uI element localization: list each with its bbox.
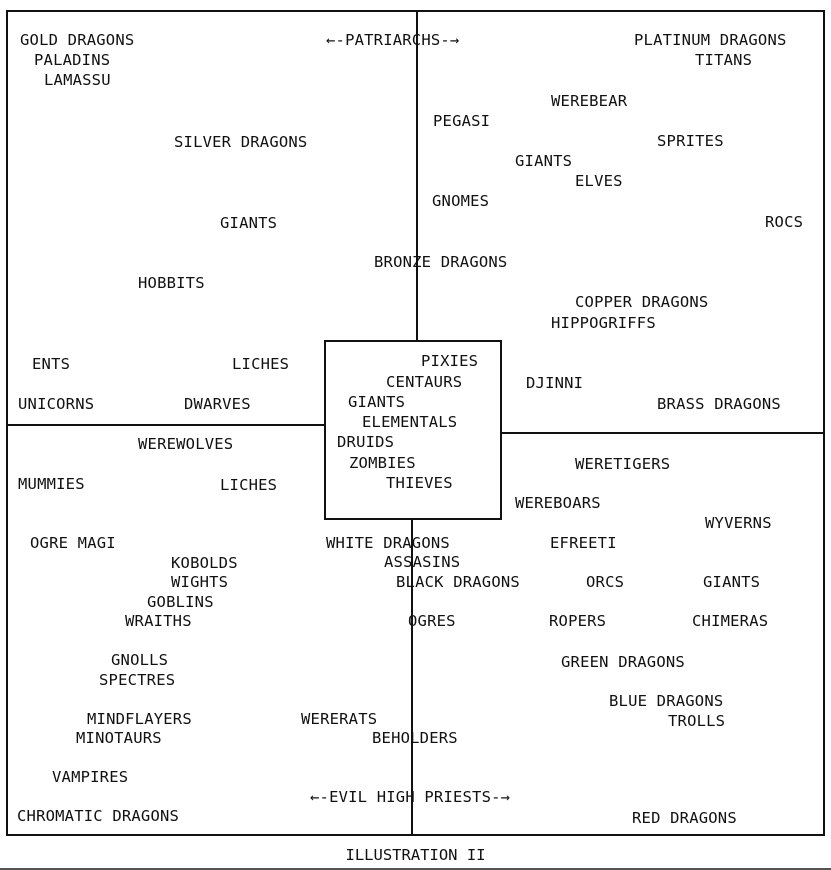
label-efreeti: EFREETI <box>550 534 617 552</box>
label-mindflayers: MINDFLAYERS <box>87 710 192 728</box>
label-wights: WIGHTS <box>171 573 229 591</box>
label-liches-lower: LICHES <box>220 476 278 494</box>
illustration-caption: ILLUSTRATION II <box>345 846 486 864</box>
label-blue-dragons: BLUE DRAGONS <box>609 692 724 710</box>
label-silver-dragons: SILVER DRAGONS <box>174 133 308 151</box>
label-ogres: OGRES <box>408 612 456 630</box>
label-chimeras: CHIMERAS <box>692 612 769 630</box>
label-zombies: ZOMBIES <box>349 454 416 472</box>
label-hobbits: HOBBITS <box>138 274 205 292</box>
label-giants-center: GIANTS <box>348 393 406 411</box>
label-paladins: PALADINS <box>34 51 111 69</box>
label-giants-upper-left: GIANTS <box>220 214 278 232</box>
label-wereboars: WEREBOARS <box>515 494 601 512</box>
label-kobolds: KOBOLDS <box>171 554 238 572</box>
label-pixies: PIXIES <box>421 352 479 370</box>
label-gold-dragons: GOLD DRAGONS <box>20 31 135 49</box>
label-wererats: WERERATS <box>301 710 378 728</box>
label-sprites: SPRITES <box>657 132 724 150</box>
label-druids: DRUIDS <box>337 433 395 451</box>
label-werebear: WEREBEAR <box>551 92 628 110</box>
label-weretigers: WERETIGERS <box>575 455 671 473</box>
label-platinum-dragons: PLATINUM DRAGONS <box>634 31 787 49</box>
label-beholders: BEHOLDERS <box>372 729 458 747</box>
label-rocs: ROCS <box>765 213 804 231</box>
label-giants-upper-right: GIANTS <box>515 152 573 170</box>
label-liches-upper: LICHES <box>232 355 290 373</box>
top-axis-label: ←-PATRIARCHS-→ <box>326 31 460 49</box>
label-assasins: ASSASINS <box>384 553 461 571</box>
label-ropers: ROPERS <box>549 612 607 630</box>
label-thieves: THIEVES <box>386 474 453 492</box>
label-giants-lower-right: GIANTS <box>703 573 761 591</box>
right-horizontal-axis <box>500 432 825 434</box>
left-horizontal-axis <box>6 424 326 426</box>
label-gnolls: GNOLLS <box>111 651 169 669</box>
lower-vertical-axis <box>411 518 413 836</box>
label-lamassu: LAMASSU <box>44 71 111 89</box>
bottom-axis-label: ←-EVIL HIGH PRIESTS-→ <box>310 788 511 806</box>
label-hippogriffs: HIPPOGRIFFS <box>551 314 656 332</box>
label-elves: ELVES <box>575 172 623 190</box>
label-copper-dragons: COPPER DRAGONS <box>575 293 709 311</box>
label-bronze-dragons: BRONZE DRAGONS <box>374 253 508 271</box>
label-chromatic-dragons: CHROMATIC DRAGONS <box>17 807 180 825</box>
label-unicorns: UNICORNS <box>18 395 95 413</box>
label-mummies: MUMMIES <box>18 475 85 493</box>
label-pegasi: PEGASI <box>433 112 491 130</box>
neutral-center-box <box>324 340 502 520</box>
bottom-rule <box>0 868 831 870</box>
label-ogre-magi: OGRE MAGI <box>30 534 116 552</box>
label-centaurs: CENTAURS <box>386 373 463 391</box>
label-red-dragons: RED DRAGONS <box>632 809 737 827</box>
label-ents: ENTS <box>32 355 71 373</box>
label-black-dragons: BLACK DRAGONS <box>396 573 520 591</box>
label-orcs: ORCS <box>586 573 625 591</box>
label-white-dragons: WHITE DRAGONS <box>326 534 450 552</box>
label-trolls: TROLLS <box>668 712 726 730</box>
label-brass-dragons: BRASS DRAGONS <box>657 395 781 413</box>
label-green-dragons: GREEN DRAGONS <box>561 653 685 671</box>
label-wraiths: WRAITHS <box>125 612 192 630</box>
label-djinni: DJINNI <box>526 374 584 392</box>
upper-vertical-axis <box>416 10 418 342</box>
label-vampires: VAMPIRES <box>52 768 129 786</box>
label-werewolves: WEREWOLVES <box>138 435 234 453</box>
label-wyverns: WYVERNS <box>705 514 772 532</box>
label-minotaurs: MINOTAURS <box>76 729 162 747</box>
label-titans: TITANS <box>695 51 753 69</box>
label-goblins: GOBLINS <box>147 593 214 611</box>
label-gnomes: GNOMES <box>432 192 490 210</box>
label-dwarves: DWARVES <box>184 395 251 413</box>
label-spectres: SPECTRES <box>99 671 176 689</box>
diagram-frame <box>6 10 825 836</box>
label-elementals: ELEMENTALS <box>362 413 458 431</box>
